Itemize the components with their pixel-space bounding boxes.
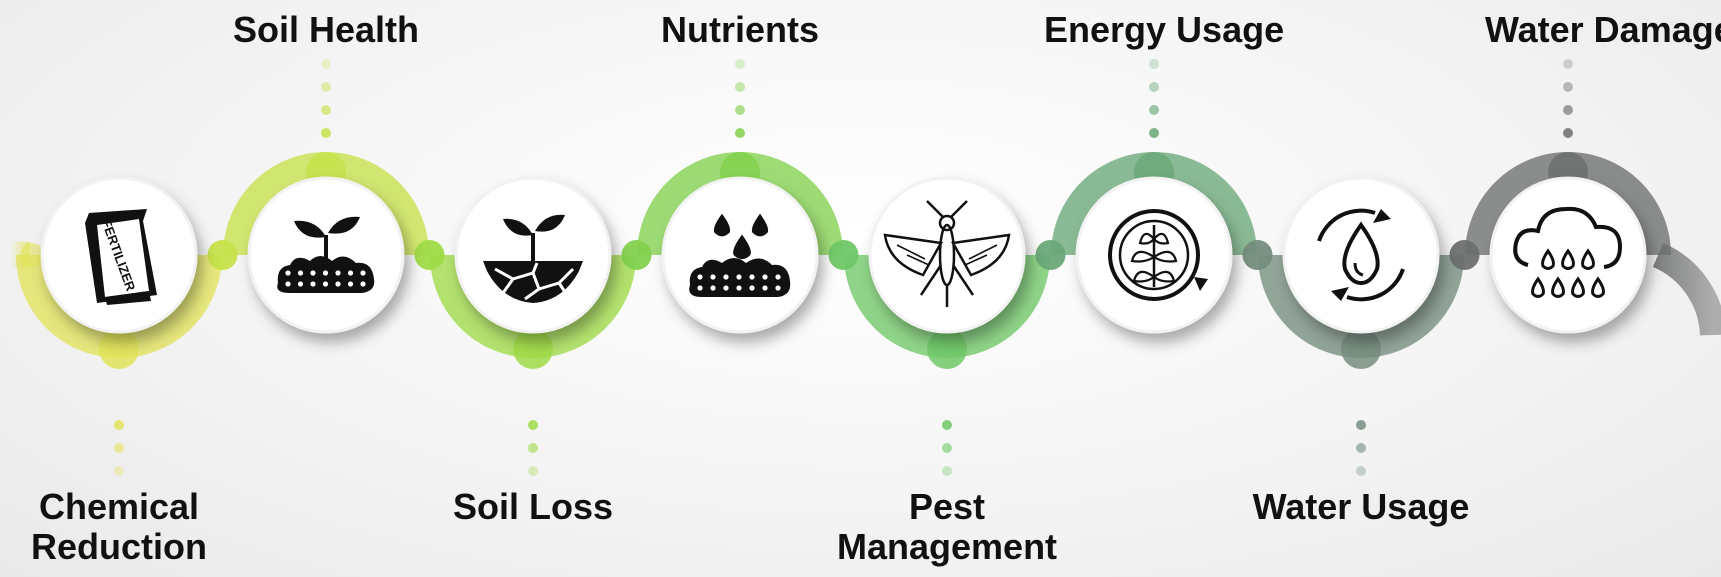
connector-dot xyxy=(114,466,124,476)
connector-dot xyxy=(942,466,952,476)
connector-dot xyxy=(321,82,331,92)
label-line: Water Usage xyxy=(1252,486,1470,527)
rain-cloud-icon xyxy=(1513,206,1623,298)
connector-dot xyxy=(735,59,745,69)
fertilizer-bag-icon: FERTILIZER xyxy=(85,209,157,305)
connector-dot xyxy=(1356,420,1366,430)
item-label: Soil Health xyxy=(216,10,436,50)
label-line: Soil Health xyxy=(232,9,420,50)
connector-dot xyxy=(942,443,952,453)
label-line: Management xyxy=(837,526,1058,567)
label-line: Water Damage xyxy=(1485,9,1721,50)
item-label: Water Damage xyxy=(1485,9,1721,50)
item-label: Nutrients xyxy=(630,10,850,50)
connector-dot xyxy=(1563,82,1573,92)
connector-dot xyxy=(1356,443,1366,453)
label-line: Nutrients xyxy=(660,9,819,50)
connector-dot xyxy=(321,105,331,115)
insect-icon xyxy=(883,200,1011,307)
connector-dot xyxy=(1149,128,1159,138)
connector-dot xyxy=(735,82,745,92)
connector-dot xyxy=(528,443,538,453)
sprout-soil-icon xyxy=(277,216,375,293)
junction-node xyxy=(414,240,445,270)
connector-dot xyxy=(1563,59,1573,69)
connector-dot xyxy=(1356,466,1366,476)
label-line: Chemical xyxy=(38,486,200,527)
junction-node xyxy=(1449,240,1480,270)
connector-dot xyxy=(735,128,745,138)
connector-dot xyxy=(1563,105,1573,115)
label-line: Energy Usage xyxy=(1044,9,1285,50)
connector-dot xyxy=(528,420,538,430)
connector-dot xyxy=(1563,128,1573,138)
connector-dot xyxy=(528,466,538,476)
junction-node xyxy=(207,240,238,270)
junction-node xyxy=(828,240,859,270)
icon-circle xyxy=(868,176,1026,334)
icon-circle xyxy=(1282,176,1440,334)
connector-dot xyxy=(114,420,124,430)
wave-tail xyxy=(1652,243,1721,336)
label-line: Soil Loss xyxy=(452,486,614,527)
water-drops-soil-icon xyxy=(689,213,791,297)
connector-dot xyxy=(321,128,331,138)
connector-bubble xyxy=(1341,329,1381,369)
water-cycle-icon xyxy=(1317,208,1405,302)
connector-bubble xyxy=(927,329,967,369)
plant-cycle-icon xyxy=(1108,209,1208,301)
item-label: Energy Usage xyxy=(1044,9,1285,50)
label-line: Pest xyxy=(908,486,986,527)
junction-node xyxy=(1242,240,1273,270)
connector-dot xyxy=(321,59,331,69)
junction-node xyxy=(621,240,652,270)
label-line: Reduction xyxy=(31,526,207,567)
connector-dot xyxy=(114,443,124,453)
connector-dot xyxy=(735,105,745,115)
connector-dot xyxy=(1149,105,1159,115)
sprout-cracked-soil-icon xyxy=(483,214,583,303)
connector-dot xyxy=(1149,59,1159,69)
connector-bubble xyxy=(513,329,553,369)
junction-node xyxy=(1035,240,1066,270)
connector-bubble xyxy=(99,329,139,369)
connector-dot xyxy=(942,420,952,430)
item-label: Soil Loss xyxy=(423,487,643,527)
junction-node xyxy=(20,243,44,267)
icon-circle xyxy=(1489,176,1647,334)
connector-dot xyxy=(1149,82,1159,92)
item-label: Water Usage xyxy=(1251,487,1471,527)
